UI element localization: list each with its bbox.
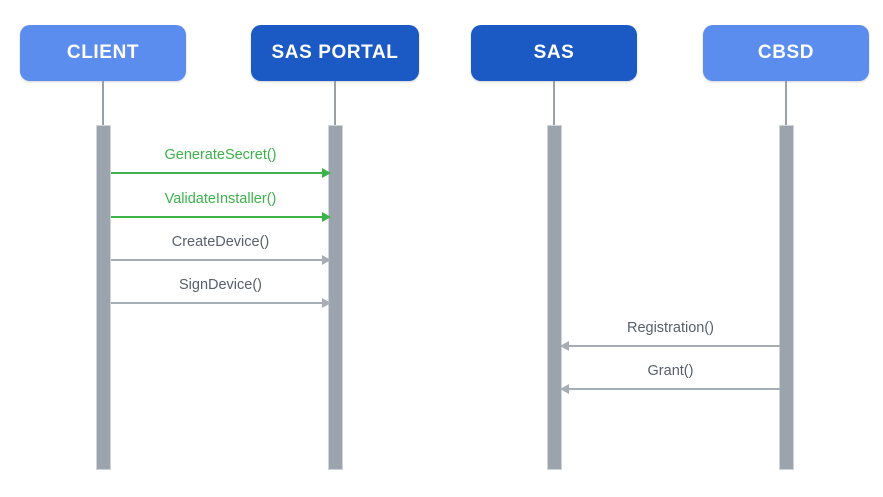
activation-bar-sas_portal [328, 125, 343, 470]
arrowhead-right-icon [322, 298, 331, 308]
activation-bar-client [96, 125, 111, 470]
lifeline-cbsd [785, 81, 787, 125]
participant-box-cbsd[interactable]: CBSD [703, 25, 869, 81]
message-label-m2: ValidateInstaller() [164, 191, 277, 208]
participant-label-sas: SAS [533, 42, 575, 63]
message-label-m6: Grant() [647, 363, 694, 380]
lifeline-sas_portal [334, 81, 336, 125]
activation-bar-sas [547, 125, 562, 470]
message-line-m5 [561, 345, 780, 347]
message-line-m3 [111, 259, 330, 261]
message-label-m5: Registration() [626, 320, 715, 337]
activation-bar-cbsd [779, 125, 794, 470]
arrowhead-right-icon [322, 168, 331, 178]
participant-box-client[interactable]: CLIENT [20, 25, 186, 81]
message-line-m2 [111, 216, 330, 218]
participant-box-sas[interactable]: SAS [471, 25, 637, 81]
message-line-m6 [561, 388, 780, 390]
message-label-m3: CreateDevice() [171, 234, 270, 251]
participant-label-client: CLIENT [66, 42, 140, 63]
lifeline-sas [553, 81, 555, 125]
arrowhead-right-icon [322, 212, 331, 222]
arrowhead-left-icon [560, 341, 569, 351]
participant-label-cbsd: CBSD [757, 42, 815, 63]
lifeline-client [102, 81, 104, 125]
arrowhead-left-icon [560, 384, 569, 394]
message-line-m4 [111, 302, 330, 304]
message-line-m1 [111, 172, 330, 174]
message-label-m1: GenerateSecret() [164, 147, 277, 164]
participant-box-sas_portal[interactable]: SAS PORTAL [251, 25, 419, 81]
participant-label-sas_portal: SAS PORTAL [271, 42, 399, 63]
arrowhead-right-icon [322, 255, 331, 265]
message-label-m4: SignDevice() [179, 277, 262, 294]
